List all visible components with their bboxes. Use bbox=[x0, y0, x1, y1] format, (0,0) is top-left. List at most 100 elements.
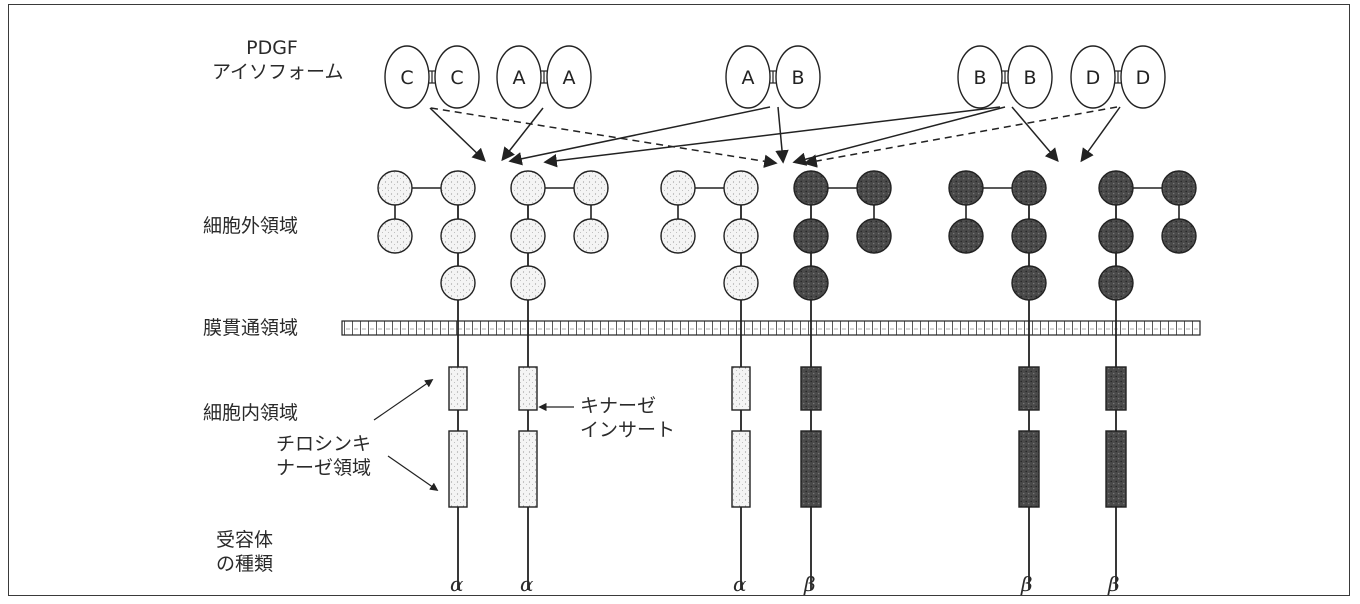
ig-domain bbox=[440, 265, 476, 301]
isoform-chain bbox=[957, 45, 1003, 109]
ig-domain bbox=[440, 218, 476, 254]
ig-domain bbox=[948, 218, 984, 254]
isoform-chain bbox=[496, 45, 542, 109]
ig-domain bbox=[723, 218, 759, 254]
ig-domain bbox=[510, 170, 546, 206]
kinase-domain-2 bbox=[448, 430, 468, 508]
isoform-chain bbox=[384, 45, 430, 109]
ig-domain bbox=[793, 265, 829, 301]
binding-arrow bbox=[543, 106, 1001, 168]
receptor bbox=[377, 170, 476, 590]
isoform-title: PDGF アイソフォーム bbox=[212, 36, 344, 84]
receptor-type-symbol: α bbox=[733, 572, 747, 596]
receptor-type-label: 受容体 の種類 bbox=[216, 528, 273, 576]
intracellular-label: 細胞内領域 bbox=[203, 402, 299, 424]
isoform-chain-label: A bbox=[742, 67, 755, 89]
isoform-chain-label: C bbox=[450, 67, 463, 89]
binding-arrow bbox=[501, 107, 544, 162]
binding-arrow bbox=[508, 106, 771, 166]
isoform-chain-label: D bbox=[1086, 67, 1101, 89]
dashed-binding-arrow bbox=[803, 106, 1118, 168]
isoform-chain bbox=[434, 45, 480, 109]
dashed-binding-arrow bbox=[430, 107, 778, 168]
ig-domain bbox=[856, 218, 892, 254]
isoform-chain-label: A bbox=[563, 67, 576, 89]
kinase-domain-1 bbox=[731, 366, 751, 411]
ig-domain bbox=[793, 218, 829, 254]
ig-domain bbox=[510, 265, 546, 301]
tyrosine-kinase-label-line2: ナーゼ領域 bbox=[276, 457, 372, 479]
binding-arrow bbox=[1080, 106, 1121, 163]
binding-arrow bbox=[792, 106, 1006, 166]
ig-domain bbox=[1161, 218, 1197, 254]
transmembrane-label: 膜貫通領域 bbox=[203, 317, 299, 339]
extracellular-label: 細胞外領域 bbox=[203, 215, 299, 237]
ig-domain bbox=[1011, 218, 1047, 254]
receptor-type-label-line1: 受容体 bbox=[216, 529, 274, 551]
ig-domain bbox=[377, 218, 413, 254]
isoform-title-line2: アイソフォーム bbox=[212, 61, 344, 83]
ig-domain bbox=[793, 170, 829, 206]
isoform-chain-label: B bbox=[973, 67, 986, 89]
isoform-chain bbox=[1120, 45, 1166, 109]
ig-domain bbox=[856, 170, 892, 206]
isoform-chain bbox=[1007, 45, 1053, 109]
ig-domain bbox=[1098, 265, 1134, 301]
receptor bbox=[510, 170, 609, 590]
ig-domain bbox=[660, 170, 696, 206]
ig-domain bbox=[1011, 265, 1047, 301]
kinase-domain-1 bbox=[1105, 366, 1127, 411]
binding-arrow bbox=[1011, 106, 1059, 163]
receptor bbox=[793, 170, 892, 590]
receptor-type-symbol: β bbox=[1108, 572, 1120, 596]
ig-domain bbox=[1098, 218, 1134, 254]
ig-domain bbox=[723, 170, 759, 206]
ig-domain bbox=[573, 218, 609, 254]
kinase-insert-label-line2: インサート bbox=[580, 419, 676, 441]
kinase-domain-2 bbox=[1105, 430, 1127, 508]
kinase-domain-2 bbox=[800, 430, 822, 508]
isoform-chain bbox=[1070, 45, 1116, 109]
tk-arrow-upper bbox=[373, 379, 434, 421]
ig-domain bbox=[510, 218, 546, 254]
receptor-type-symbol: β bbox=[1021, 572, 1033, 596]
ig-domain bbox=[723, 265, 759, 301]
ig-domain bbox=[1011, 170, 1047, 206]
kinase-domain-1 bbox=[448, 366, 468, 411]
kinase-domain-2 bbox=[731, 430, 751, 508]
tyrosine-kinase-label: チロシンキ ナーゼ領域 bbox=[276, 432, 371, 480]
receptor-group bbox=[377, 170, 1197, 590]
cell-membrane bbox=[341, 320, 1201, 336]
ig-domain bbox=[1098, 170, 1134, 206]
kinase-insert-label: キナーゼ インサート bbox=[580, 394, 675, 442]
binding-arrow bbox=[429, 107, 486, 162]
isoform-title-line1: PDGF bbox=[246, 37, 298, 59]
isoform-chain bbox=[546, 45, 592, 109]
kinase-domain-1 bbox=[518, 366, 538, 411]
receptor-type-symbol: α bbox=[450, 572, 464, 596]
receptor bbox=[1098, 170, 1197, 590]
kinase-domain-2 bbox=[1018, 430, 1040, 508]
ig-domain bbox=[440, 170, 476, 206]
ig-domain bbox=[948, 170, 984, 206]
kinase-domain-1 bbox=[1018, 366, 1040, 411]
ig-domain bbox=[660, 218, 696, 254]
isoform-chain bbox=[725, 45, 771, 109]
ig-domain bbox=[1161, 170, 1197, 206]
isoform-chain-label: D bbox=[1136, 67, 1151, 89]
tk-arrow-lower bbox=[387, 455, 439, 491]
receptor-type-label-line2: の種類 bbox=[216, 553, 274, 575]
isoform-chain bbox=[775, 45, 821, 109]
isoform-chain-label: B bbox=[791, 67, 804, 89]
tyrosine-kinase-label-line1: チロシンキ bbox=[276, 433, 372, 455]
receptor-type-symbol: α bbox=[520, 572, 534, 596]
kinase-domain-1 bbox=[800, 366, 822, 411]
binding-arrows bbox=[429, 106, 1121, 168]
ig-domain bbox=[377, 170, 413, 206]
